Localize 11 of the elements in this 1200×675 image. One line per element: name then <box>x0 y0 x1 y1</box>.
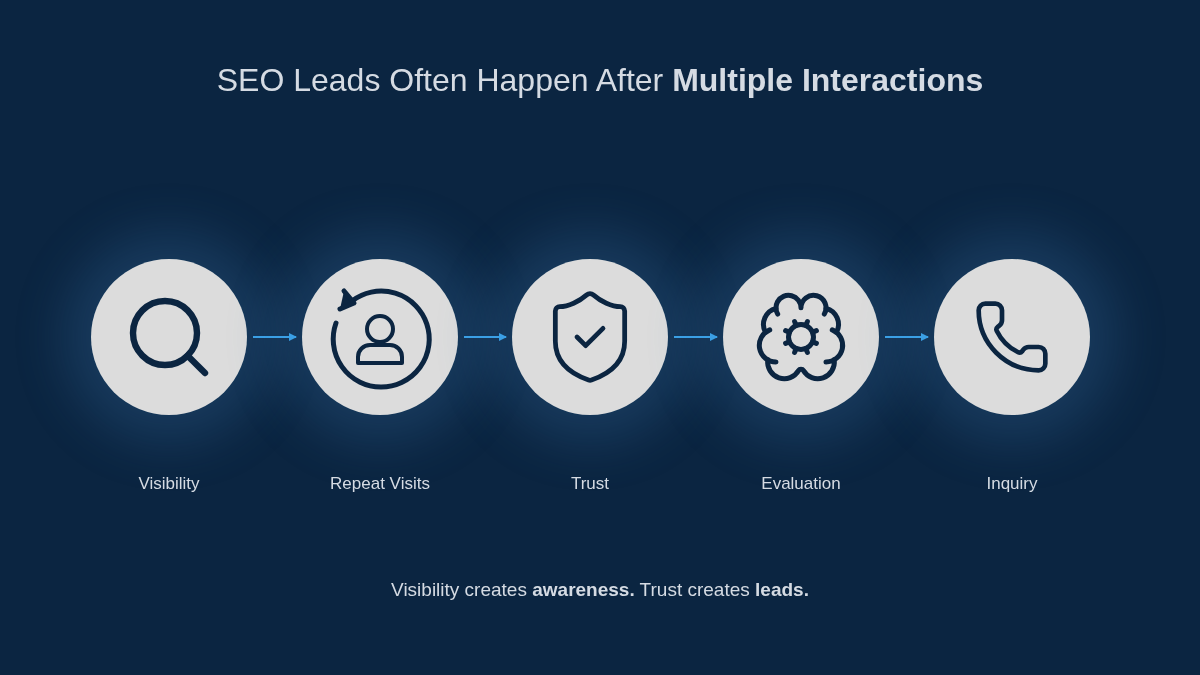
step-label: Inquiry <box>986 473 1038 495</box>
step-label: Repeat Visits <box>330 473 430 495</box>
arrow <box>884 333 929 341</box>
arrow <box>673 333 718 341</box>
step-label: Visibility <box>138 473 200 495</box>
arrow <box>463 333 507 341</box>
caption: Visibility creates awareness. Trust creates leads. <box>390 578 810 602</box>
title: SEO Leads Often Happen After Multiple Interactions <box>215 61 985 100</box>
step-label: Trust <box>570 473 610 495</box>
arrow <box>252 333 297 341</box>
step-label: Evaluation <box>761 473 841 495</box>
